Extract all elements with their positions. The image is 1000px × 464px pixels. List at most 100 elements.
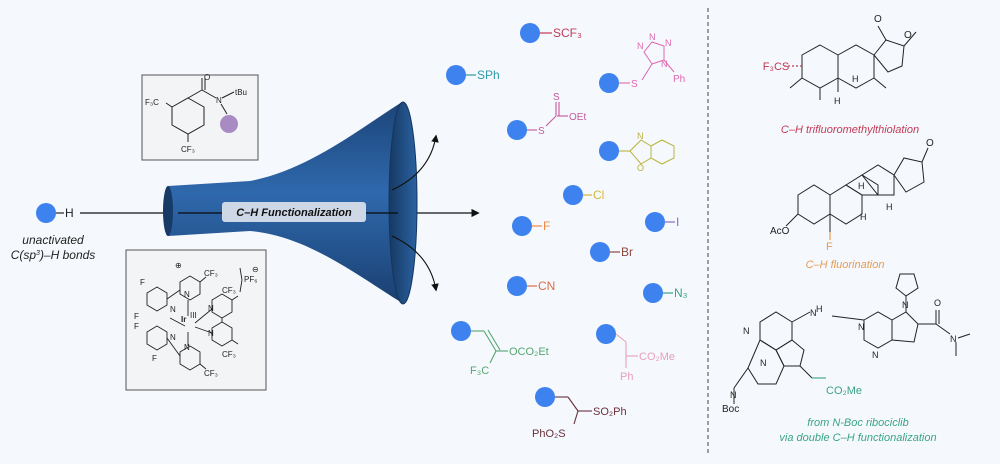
svg-text:tBu: tBu: [235, 88, 247, 97]
svg-text:CF₃: CF₃: [204, 369, 218, 378]
svg-text:Cl: Cl: [593, 188, 604, 202]
svg-text:SO₂Ph: SO₂Ph: [593, 406, 627, 418]
product-n3: N₃: [643, 283, 688, 303]
svg-text:N: N: [637, 131, 644, 141]
svg-text:Ph: Ph: [620, 371, 633, 383]
product-scf3: SCF₃: [520, 23, 582, 43]
svg-text:N: N: [872, 350, 879, 360]
product-sph: SPh: [446, 65, 500, 85]
product-bis-sulfone: SO₂Ph PhO₂S: [532, 387, 627, 440]
svg-text:N: N: [208, 329, 214, 338]
svg-text:F₃C: F₃C: [145, 98, 159, 107]
svg-text:N: N: [170, 305, 176, 314]
substrate-dot: [36, 203, 56, 223]
svg-text:PhO₂S: PhO₂S: [532, 428, 566, 440]
substrate-caption-2: C(sp3)–H bonds: [11, 248, 96, 262]
svg-text:F: F: [826, 241, 833, 253]
svg-text:O: O: [926, 138, 934, 149]
svg-text:F₃C: F₃C: [470, 365, 489, 377]
svg-text:N: N: [649, 32, 656, 42]
svg-text:N: N: [637, 41, 644, 51]
svg-text:Boc: Boc: [722, 404, 739, 415]
svg-text:Ir: Ir: [181, 315, 186, 324]
svg-text:F: F: [134, 322, 139, 331]
svg-text:CN: CN: [538, 279, 555, 293]
product-xanthate: S S OEt: [507, 92, 586, 140]
application-trifluoromethylthiolation: F₃CS O O H H C–H trifluoromethylthiolati…: [763, 14, 919, 136]
svg-text:N: N: [170, 333, 176, 342]
svg-text:SCF₃: SCF₃: [553, 26, 582, 40]
funnel-label-box: [222, 202, 366, 222]
svg-text:F₃CS: F₃CS: [763, 61, 789, 73]
product-cl: Cl: [563, 185, 604, 205]
product-benzoxazole: N O: [599, 131, 675, 173]
product-i: I: [645, 212, 679, 232]
svg-text:H: H: [852, 74, 859, 84]
svg-text:N: N: [858, 322, 865, 332]
product-br: Br: [590, 242, 633, 262]
svg-text:H: H: [886, 202, 893, 212]
product-vinyl-carbonate: OCO₂Et F₃C: [451, 321, 549, 377]
svg-text:CF₃: CF₃: [222, 286, 236, 295]
svg-text:O: O: [934, 298, 941, 308]
svg-text:F: F: [140, 278, 145, 287]
svg-text:N: N: [760, 358, 767, 368]
svg-text:Br: Br: [621, 245, 633, 259]
svg-text:N: N: [184, 343, 190, 352]
svg-text:N: N: [665, 38, 672, 48]
svg-text:H: H: [860, 212, 867, 222]
svg-text:N: N: [950, 334, 957, 344]
product-f: F: [512, 216, 550, 236]
svg-text:F: F: [152, 354, 157, 363]
svg-text:H: H: [816, 304, 823, 314]
funnel-spout-end: [163, 186, 173, 236]
curved-arrow-down: [391, 235, 439, 292]
svg-text:S: S: [631, 79, 638, 90]
application-ribociclib: N N N N H N N N N O CO₂Me Boc from N-Boc…: [722, 273, 971, 444]
svg-text:F: F: [134, 312, 139, 321]
svg-text:Ph: Ph: [673, 74, 685, 85]
svg-text:O: O: [874, 14, 882, 25]
svg-text:CO₂Me: CO₂Me: [639, 351, 675, 363]
product-ester: CO₂Me Ph: [596, 324, 675, 383]
svg-text:H: H: [834, 96, 841, 106]
svg-text:S: S: [553, 92, 560, 103]
application-fluorination: O AcO H H H F C–H fluorination: [770, 138, 934, 271]
svg-text:N: N: [208, 304, 214, 313]
caption-ribociclib-2: via double C–H functionalization: [779, 432, 936, 444]
svg-text:N₃: N₃: [674, 286, 688, 300]
svg-text:CO₂Me: CO₂Me: [826, 385, 862, 397]
substrate: H unactivated C(sp3)–H bonds: [11, 203, 96, 262]
svg-text:SPh: SPh: [477, 68, 500, 82]
svg-text:⊕: ⊕: [175, 261, 182, 270]
caption-ribociclib-1: from N-Boc ribociclib: [807, 417, 908, 429]
svg-text:N: N: [902, 300, 909, 310]
svg-text:OCO₂Et: OCO₂Et: [509, 346, 549, 358]
caption-trifluoromethylthiolation: C–H trifluoromethylthiolation: [781, 124, 919, 136]
product-cn: CN: [507, 276, 555, 296]
svg-text:III: III: [190, 311, 197, 320]
caption-fluorination: C–H fluorination: [806, 259, 885, 271]
svg-text:PF₆: PF₆: [244, 275, 257, 284]
svg-text:N: N: [730, 390, 737, 400]
svg-text:I: I: [676, 215, 679, 229]
svg-text:N: N: [216, 96, 222, 105]
svg-text:AcO: AcO: [770, 226, 790, 237]
svg-text:N: N: [661, 59, 668, 69]
funnel-mouth: [388, 101, 418, 305]
hat-reagent-box: O N tBu F₃C CF₃: [141, 73, 259, 161]
svg-text:O: O: [204, 73, 210, 82]
purple-dot: [220, 115, 238, 133]
svg-text:S: S: [538, 126, 545, 137]
product-tetrazole: S N N N N Ph: [599, 32, 685, 93]
svg-text:N: N: [743, 326, 750, 336]
substrate-h: H: [65, 206, 74, 220]
svg-text:O: O: [904, 30, 912, 41]
photocatalyst-box: F F F F Ir III ⊕ N N N N N N CF₃ CF₃ CF₃…: [125, 249, 267, 391]
svg-text:CF₃: CF₃: [204, 269, 218, 278]
funnel: C–H Functionalization: [163, 101, 418, 305]
substrate-caption-1: unactivated: [22, 233, 84, 247]
funnel-label: C–H Functionalization: [236, 207, 352, 219]
svg-text:N: N: [184, 290, 190, 299]
